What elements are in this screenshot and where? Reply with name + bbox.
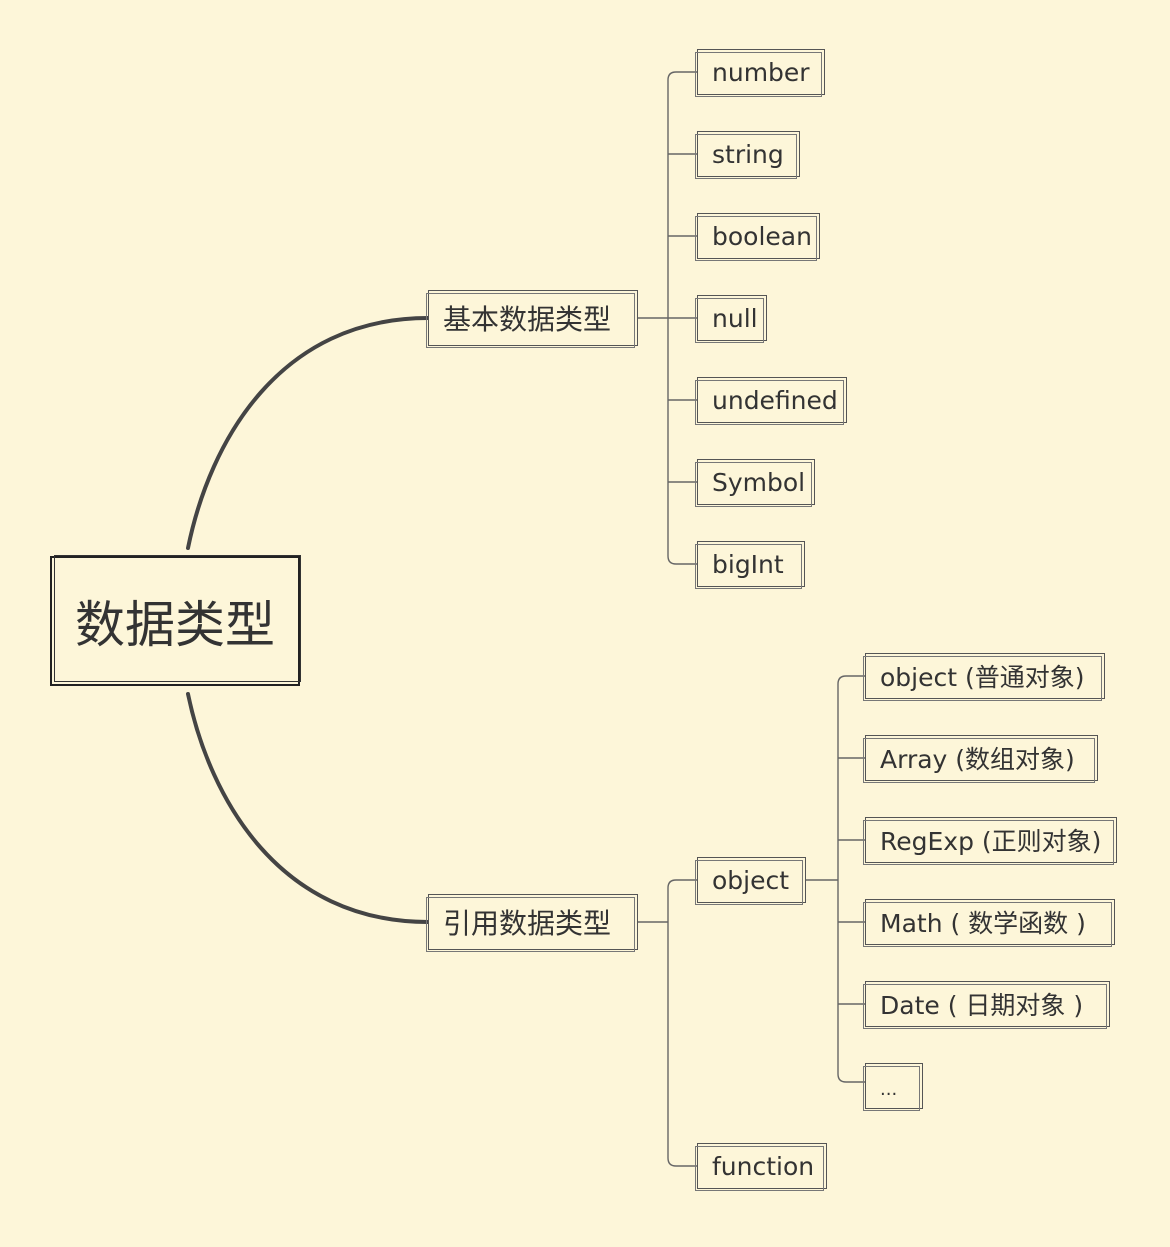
leaf-label: RegExp (正则对象) [880, 827, 1102, 856]
connector-root-basic [186, 316, 430, 550]
node-object[interactable]: object [695, 857, 806, 905]
branch-basic-types[interactable]: 基本数据类型 [426, 290, 638, 348]
root-label: 数据类型 [75, 596, 275, 654]
leaf-label: Array (数组对象) [880, 745, 1075, 774]
leaf-undefined[interactable]: undefined [695, 377, 847, 425]
connector-object-children [806, 675, 865, 1083]
connector-root-reference [186, 692, 430, 924]
leaf-more[interactable]: ... [863, 1063, 923, 1111]
leaf-label: string [712, 139, 784, 169]
leaf-array[interactable]: Array (数组对象) [863, 735, 1098, 783]
leaf-date[interactable]: Date ( 日期对象 ) [863, 981, 1110, 1029]
leaf-string[interactable]: string [695, 131, 800, 179]
leaf-label: bigInt [712, 549, 784, 579]
node-function[interactable]: function [695, 1143, 827, 1191]
branch-reference-types[interactable]: 引用数据类型 [426, 894, 638, 952]
leaf-object-plain[interactable]: object (普通对象) [863, 653, 1105, 701]
leaf-number[interactable]: number [695, 49, 825, 97]
leaf-label: number [712, 57, 810, 87]
leaf-boolean[interactable]: boolean [695, 213, 820, 261]
leaf-label: object (普通对象) [880, 663, 1085, 692]
leaf-regexp[interactable]: RegExp (正则对象) [863, 817, 1117, 865]
leaf-bigint[interactable]: bigInt [695, 541, 805, 589]
leaf-math[interactable]: Math ( 数学函数 ) [863, 899, 1115, 947]
leaf-label: ... [880, 1079, 898, 1100]
node-object-label: object [712, 865, 790, 895]
leaf-label: Symbol [712, 467, 806, 497]
branch-reference-label: 引用数据类型 [443, 907, 612, 940]
leaf-symbol[interactable]: Symbol [695, 459, 815, 507]
connector-basic-children [638, 71, 697, 565]
leaf-label: undefined [712, 385, 838, 415]
connector-reference-children [638, 879, 697, 1167]
leaf-label: Math ( 数学函数 ) [880, 909, 1086, 938]
leaf-label: null [712, 303, 758, 333]
leaf-label: boolean [712, 221, 812, 251]
leaf-null[interactable]: null [695, 295, 767, 343]
branch-basic-label: 基本数据类型 [443, 303, 612, 336]
root-node[interactable]: 数据类型 [50, 555, 301, 686]
node-function-label: function [712, 1151, 815, 1181]
leaf-label: Date ( 日期对象 ) [880, 991, 1084, 1020]
